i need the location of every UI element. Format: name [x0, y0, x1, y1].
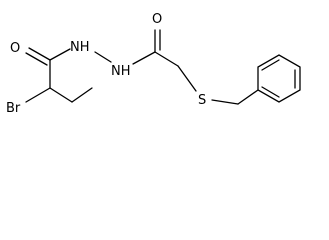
benzene-inner-bond-3: [261, 86, 280, 98]
bond-lines: [25, 29, 259, 105]
bond-benzyl-ch2-ring: [237, 89, 259, 105]
atom-label-bromine: Br: [6, 101, 21, 116]
bond-nh-nh: [94, 51, 112, 63]
bond-s-benzyl-ch2: [211, 99, 239, 105]
bond-c1-o-left-b: [25, 52, 48, 66]
benzene-ring-outline: [257, 54, 301, 103]
atom-label-oxygen-left: O: [10, 41, 20, 56]
bond-c1-nh-upper: [49, 48, 71, 61]
benzene-ring: [257, 54, 301, 103]
atom-label-nh-upper: NH: [70, 40, 90, 55]
bond-c2-ch2: [154, 51, 179, 67]
benzene-inner-bond-1: [261, 59, 280, 71]
atom-label-oxygen-right: O: [152, 12, 162, 27]
bond-ch2-s: [177, 65, 197, 92]
atom-label-sulfur: S: [198, 93, 206, 108]
chemical-structure-diagram: O NH NH O S Br: [6, 12, 301, 116]
bond-nh-lower-c2: [132, 51, 156, 65]
bond-c-alpha-ch2: [49, 87, 73, 103]
bond-c-alpha-br: [25, 87, 51, 103]
atom-labels: O NH NH O S Br: [6, 12, 206, 116]
atom-label-nh-lower: NH: [111, 64, 131, 79]
bond-c1-o-left-a: [28, 47, 51, 61]
bond-ch2-ch3: [71, 87, 93, 103]
